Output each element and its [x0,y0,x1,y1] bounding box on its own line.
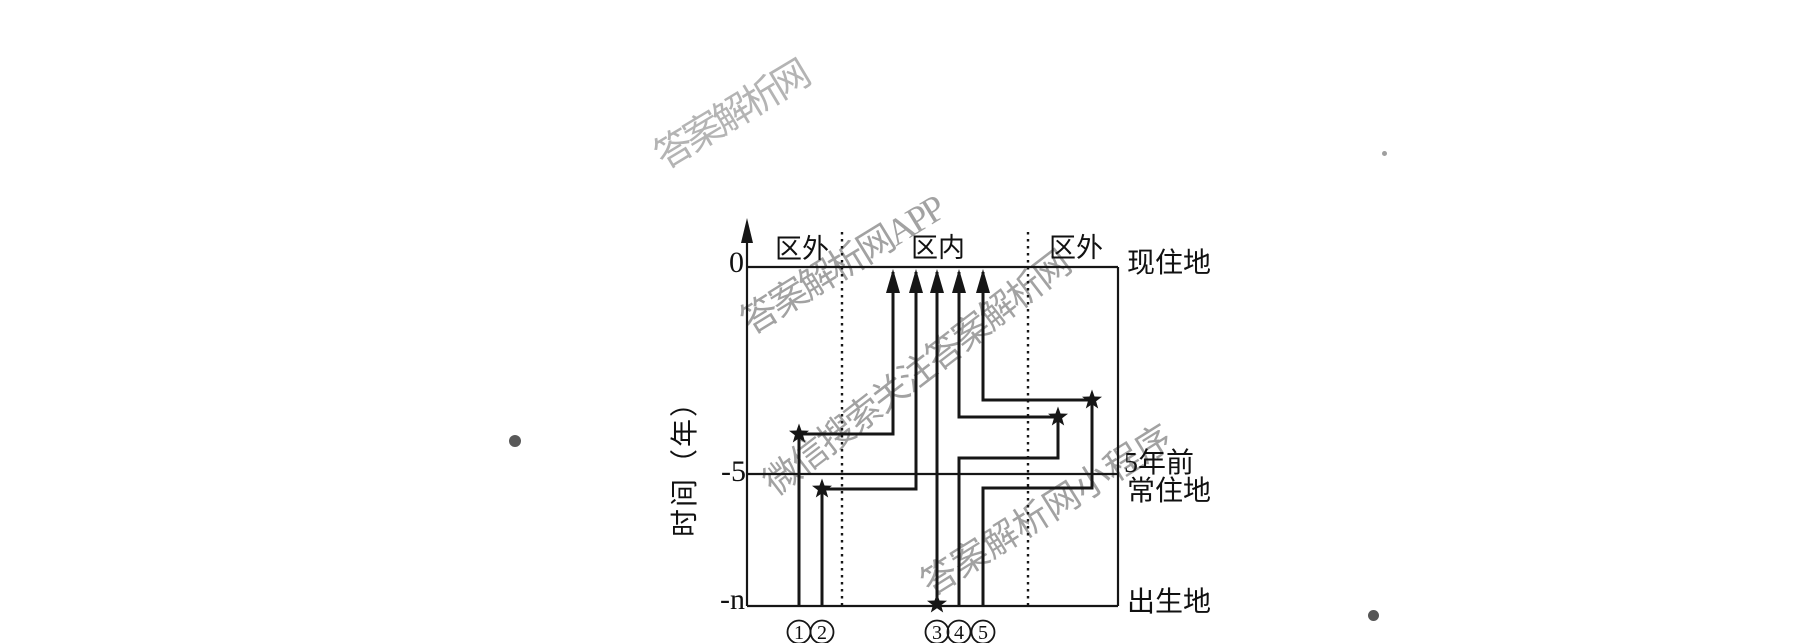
trajectory-arrow-icon-1 [886,269,900,293]
trajectory-line-4 [957,272,1060,606]
label-current-residence: 现住地 [1127,247,1211,279]
scan-speck-dot [1368,610,1379,621]
region-header-outside-left: 区外 [775,234,829,264]
tick-minusn: -n [720,583,745,616]
region-header-inside: 区内 [911,233,965,263]
tick-minus5: -5 [721,455,746,488]
star-marker-icon-3 [927,593,947,613]
star-marker-icon-4 [1048,406,1068,426]
trajectory-number-circle-3 [924,619,950,643]
scan-speck-dot [1382,151,1387,156]
y-axis-arrow-icon [741,218,753,243]
scan-speck-dot [509,435,521,447]
label-five-years-ago-line2: 常住地 [1127,475,1211,507]
trajectory-number-2: 2 [817,622,827,643]
trajectory-number-circle-4 [946,619,972,643]
trajectory-arrow-icon-2 [909,269,923,293]
star-marker-icon-1 [789,423,809,443]
trajectory-arrow-icon-5 [976,269,990,293]
trajectory-line-5 [981,272,1094,606]
trajectory-arrow-icon-4 [952,269,966,293]
trajectory-number-circle-2 [809,619,835,643]
star-marker-icon-5 [1082,389,1102,409]
label-birthplace: 出生地 [1127,586,1211,618]
trajectory-line-1 [797,272,895,606]
label-five-years-ago-line1: 5年前 [1124,447,1194,479]
trajectory-line-2 [820,272,918,606]
trajectory-number-3: 3 [932,622,942,643]
y-axis-title: 时间（年） [669,387,701,537]
region-header-outside-right: 区外 [1049,233,1103,263]
trajectory-number-4: 4 [954,622,964,643]
star-marker-icon-2 [812,478,832,498]
trajectory-arrow-icon-3 [930,269,944,293]
tick-zero: 0 [729,246,744,279]
trajectory-number-1: 1 [794,622,804,643]
trajectory-number-circle-5 [970,619,996,643]
trajectory-number-5: 5 [978,622,988,643]
